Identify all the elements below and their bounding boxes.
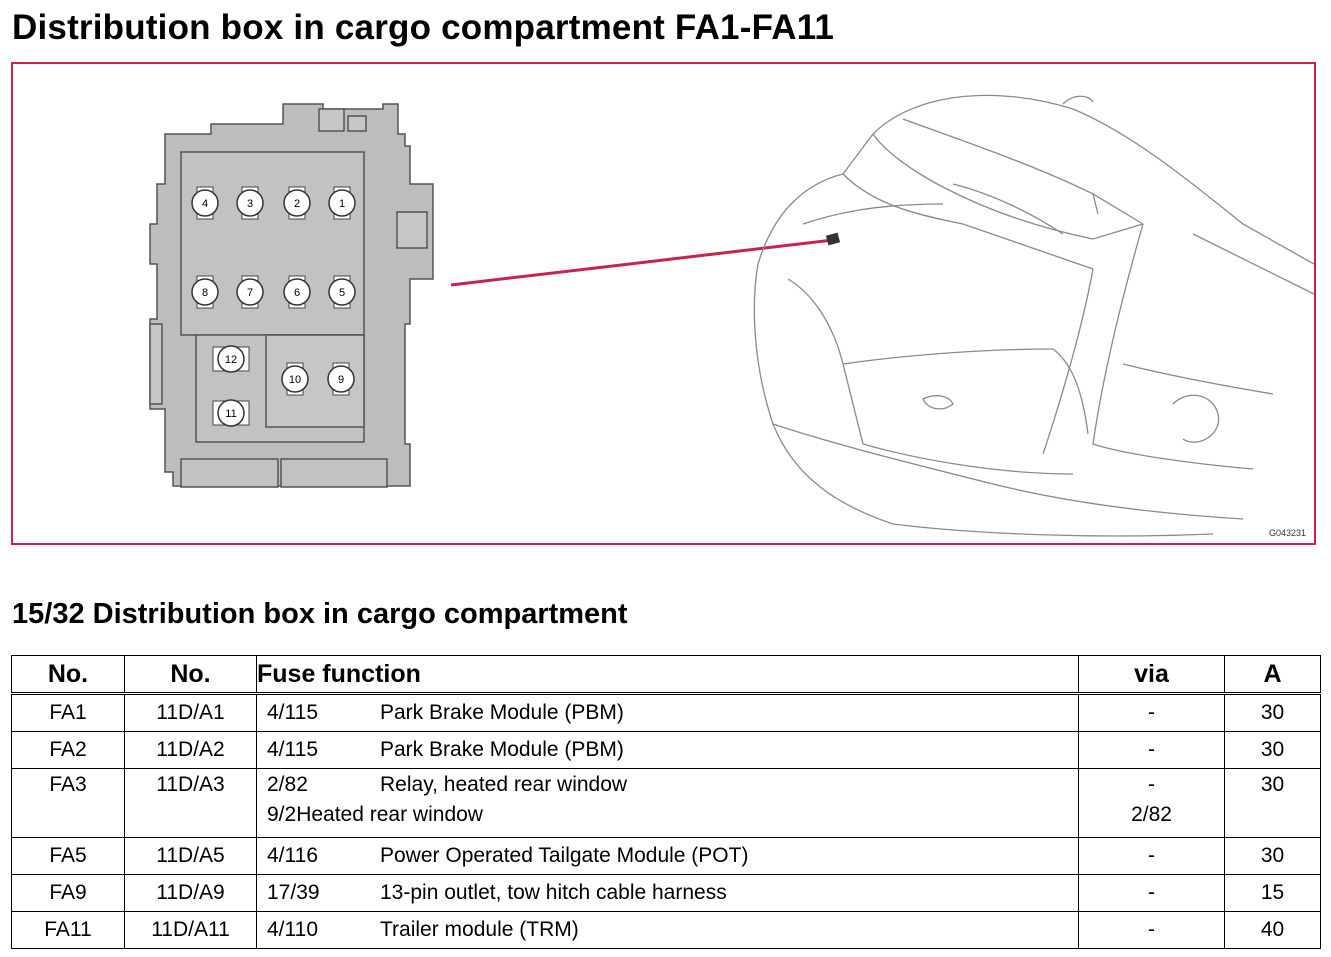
- fuse-table: No. No. Fuse function via A FA1 11D/A1 4…: [11, 655, 1321, 949]
- function-desc: Power Operated Tailgate Module (POT): [380, 844, 749, 867]
- via-cell: - 2/82: [1078, 768, 1225, 838]
- table-row: FA3 11D/A3 2/82 Relay, heated rear window…: [11, 768, 1321, 838]
- header-via: via: [1078, 655, 1225, 695]
- via-cell: -: [1078, 693, 1225, 732]
- function-code-2: 9/2: [267, 803, 297, 826]
- via-value-2: 2/82: [1131, 803, 1172, 826]
- fuse-function-cell: 2/82 Relay, heated rear window 9/2Heated …: [256, 768, 1079, 838]
- amperage-cell: 40: [1224, 911, 1321, 949]
- function-code: 4/116: [267, 844, 318, 867]
- function-code: 4/115: [267, 738, 318, 761]
- fuse-6: 6: [283, 275, 311, 309]
- via-cell: -: [1078, 837, 1225, 875]
- fuse-8: 8: [191, 275, 219, 309]
- fuse-3: 3: [236, 186, 264, 220]
- via-value: -: [1148, 773, 1155, 796]
- fuse-label: 4: [202, 198, 208, 210]
- fuse-label: 11: [225, 408, 236, 420]
- fuse-ref: 11D/A5: [124, 837, 257, 875]
- fuse-label: 9: [338, 374, 344, 386]
- figure-code: G043231: [1268, 528, 1306, 538]
- header-no: No.: [11, 655, 125, 695]
- via-cell: -: [1078, 911, 1225, 949]
- fuse-label: 5: [339, 287, 345, 299]
- fuse-function-cell: 4/115 Park Brake Module (PBM): [256, 693, 1079, 732]
- fuse-label: 6: [294, 287, 300, 299]
- fuse-label: 8: [202, 287, 208, 299]
- amperage-cell: 30: [1224, 768, 1321, 838]
- fuse-slots: 4 3 2 1 8 7 6 5 12 10 9 11: [191, 186, 356, 427]
- fuse-9: 9: [327, 362, 355, 396]
- table-row: FA9 11D/A9 17/39 13-pin outlet, tow hitch…: [11, 874, 1321, 912]
- fuse-label: 12: [225, 354, 237, 366]
- function-desc: Park Brake Module (PBM): [380, 738, 624, 761]
- amperage-cell: 15: [1224, 874, 1321, 912]
- fuse-ref: 11D/A3: [124, 768, 257, 838]
- fuse-function-cell: 17/39 13-pin outlet, tow hitch cable harn…: [256, 874, 1079, 912]
- fuse-label: 2: [294, 198, 300, 210]
- function-desc: Trailer module (TRM): [380, 918, 579, 941]
- table-header-row: No. No. Fuse function via A: [11, 655, 1321, 695]
- fuse-4: 4: [191, 186, 219, 220]
- header-no-2: No.: [124, 655, 257, 695]
- function-code: 17/39: [267, 881, 320, 904]
- fuse-7: 7: [236, 275, 264, 309]
- function-code: 4/115: [267, 701, 318, 724]
- fuse-ref: 11D/A2: [124, 731, 257, 769]
- fuse-ref: 11D/A9: [124, 874, 257, 912]
- fuse-id: FA11: [11, 911, 125, 949]
- function-code: 4/110: [267, 918, 318, 941]
- section-title: 15/32 Distribution box in cargo compartm…: [12, 598, 628, 630]
- fuse-function-cell: 4/115 Park Brake Module (PBM): [256, 731, 1079, 769]
- amperage-cell: 30: [1224, 837, 1321, 875]
- page-title: Distribution box in cargo compartment FA…: [12, 8, 835, 47]
- fuse-id: FA2: [11, 731, 125, 769]
- amperage-cell: 30: [1224, 693, 1321, 732]
- function-code: 2/82: [267, 773, 308, 796]
- fuse-function-cell: 4/116 Power Operated Tailgate Module (POT…: [256, 837, 1079, 875]
- fuse-5: 5: [328, 275, 356, 309]
- fuse-10: 10: [281, 362, 309, 396]
- fusebox-diagram: 4 3 2 1 8 7 6 5 12 10 9 11: [149, 94, 1314, 537]
- function-desc: Park Brake Module (PBM): [380, 701, 624, 724]
- fuse-function-cell: 4/110 Trailer module (TRM): [256, 911, 1079, 949]
- fusebox-location-marker: [825, 232, 841, 246]
- fuse-id: FA9: [11, 874, 125, 912]
- location-figure: 4 3 2 1 8 7 6 5 12 10 9 11: [11, 62, 1316, 545]
- amperage-cell: 30: [1224, 731, 1321, 769]
- fuse-label: 3: [247, 198, 253, 210]
- fuse-label: 1: [339, 198, 345, 210]
- fuse-id: FA3: [11, 768, 125, 838]
- fuse-12: 12: [212, 345, 250, 373]
- fuse-2: 2: [283, 186, 311, 220]
- function-desc: 13-pin outlet, tow hitch cable harness: [380, 881, 727, 904]
- fuse-id: FA1: [11, 693, 125, 732]
- fuse-ref: 11D/A1: [124, 693, 257, 732]
- function-desc: Relay, heated rear window: [380, 773, 628, 796]
- fuse-label: 10: [289, 374, 301, 386]
- fuse-1: 1: [328, 186, 356, 220]
- via-cell: -: [1078, 731, 1225, 769]
- fuse-ref: 11D/A11: [124, 911, 257, 949]
- fuse-id: FA5: [11, 837, 125, 875]
- function-desc-2: Heated rear window: [296, 803, 483, 826]
- via-cell: -: [1078, 874, 1225, 912]
- table-row: FA5 11D/A5 4/116 Power Operated Tailgate …: [11, 837, 1321, 875]
- table-row: FA11 11D/A11 4/110 Trailer module (TRM) -…: [11, 911, 1321, 949]
- header-amperage: A: [1224, 655, 1321, 695]
- car-rear-drawing: [753, 94, 1314, 537]
- header-fuse-function: Fuse function: [256, 655, 1079, 695]
- fuse-label: 7: [247, 287, 253, 299]
- leader-line: [450, 238, 834, 287]
- fuse-11: 11: [212, 399, 250, 427]
